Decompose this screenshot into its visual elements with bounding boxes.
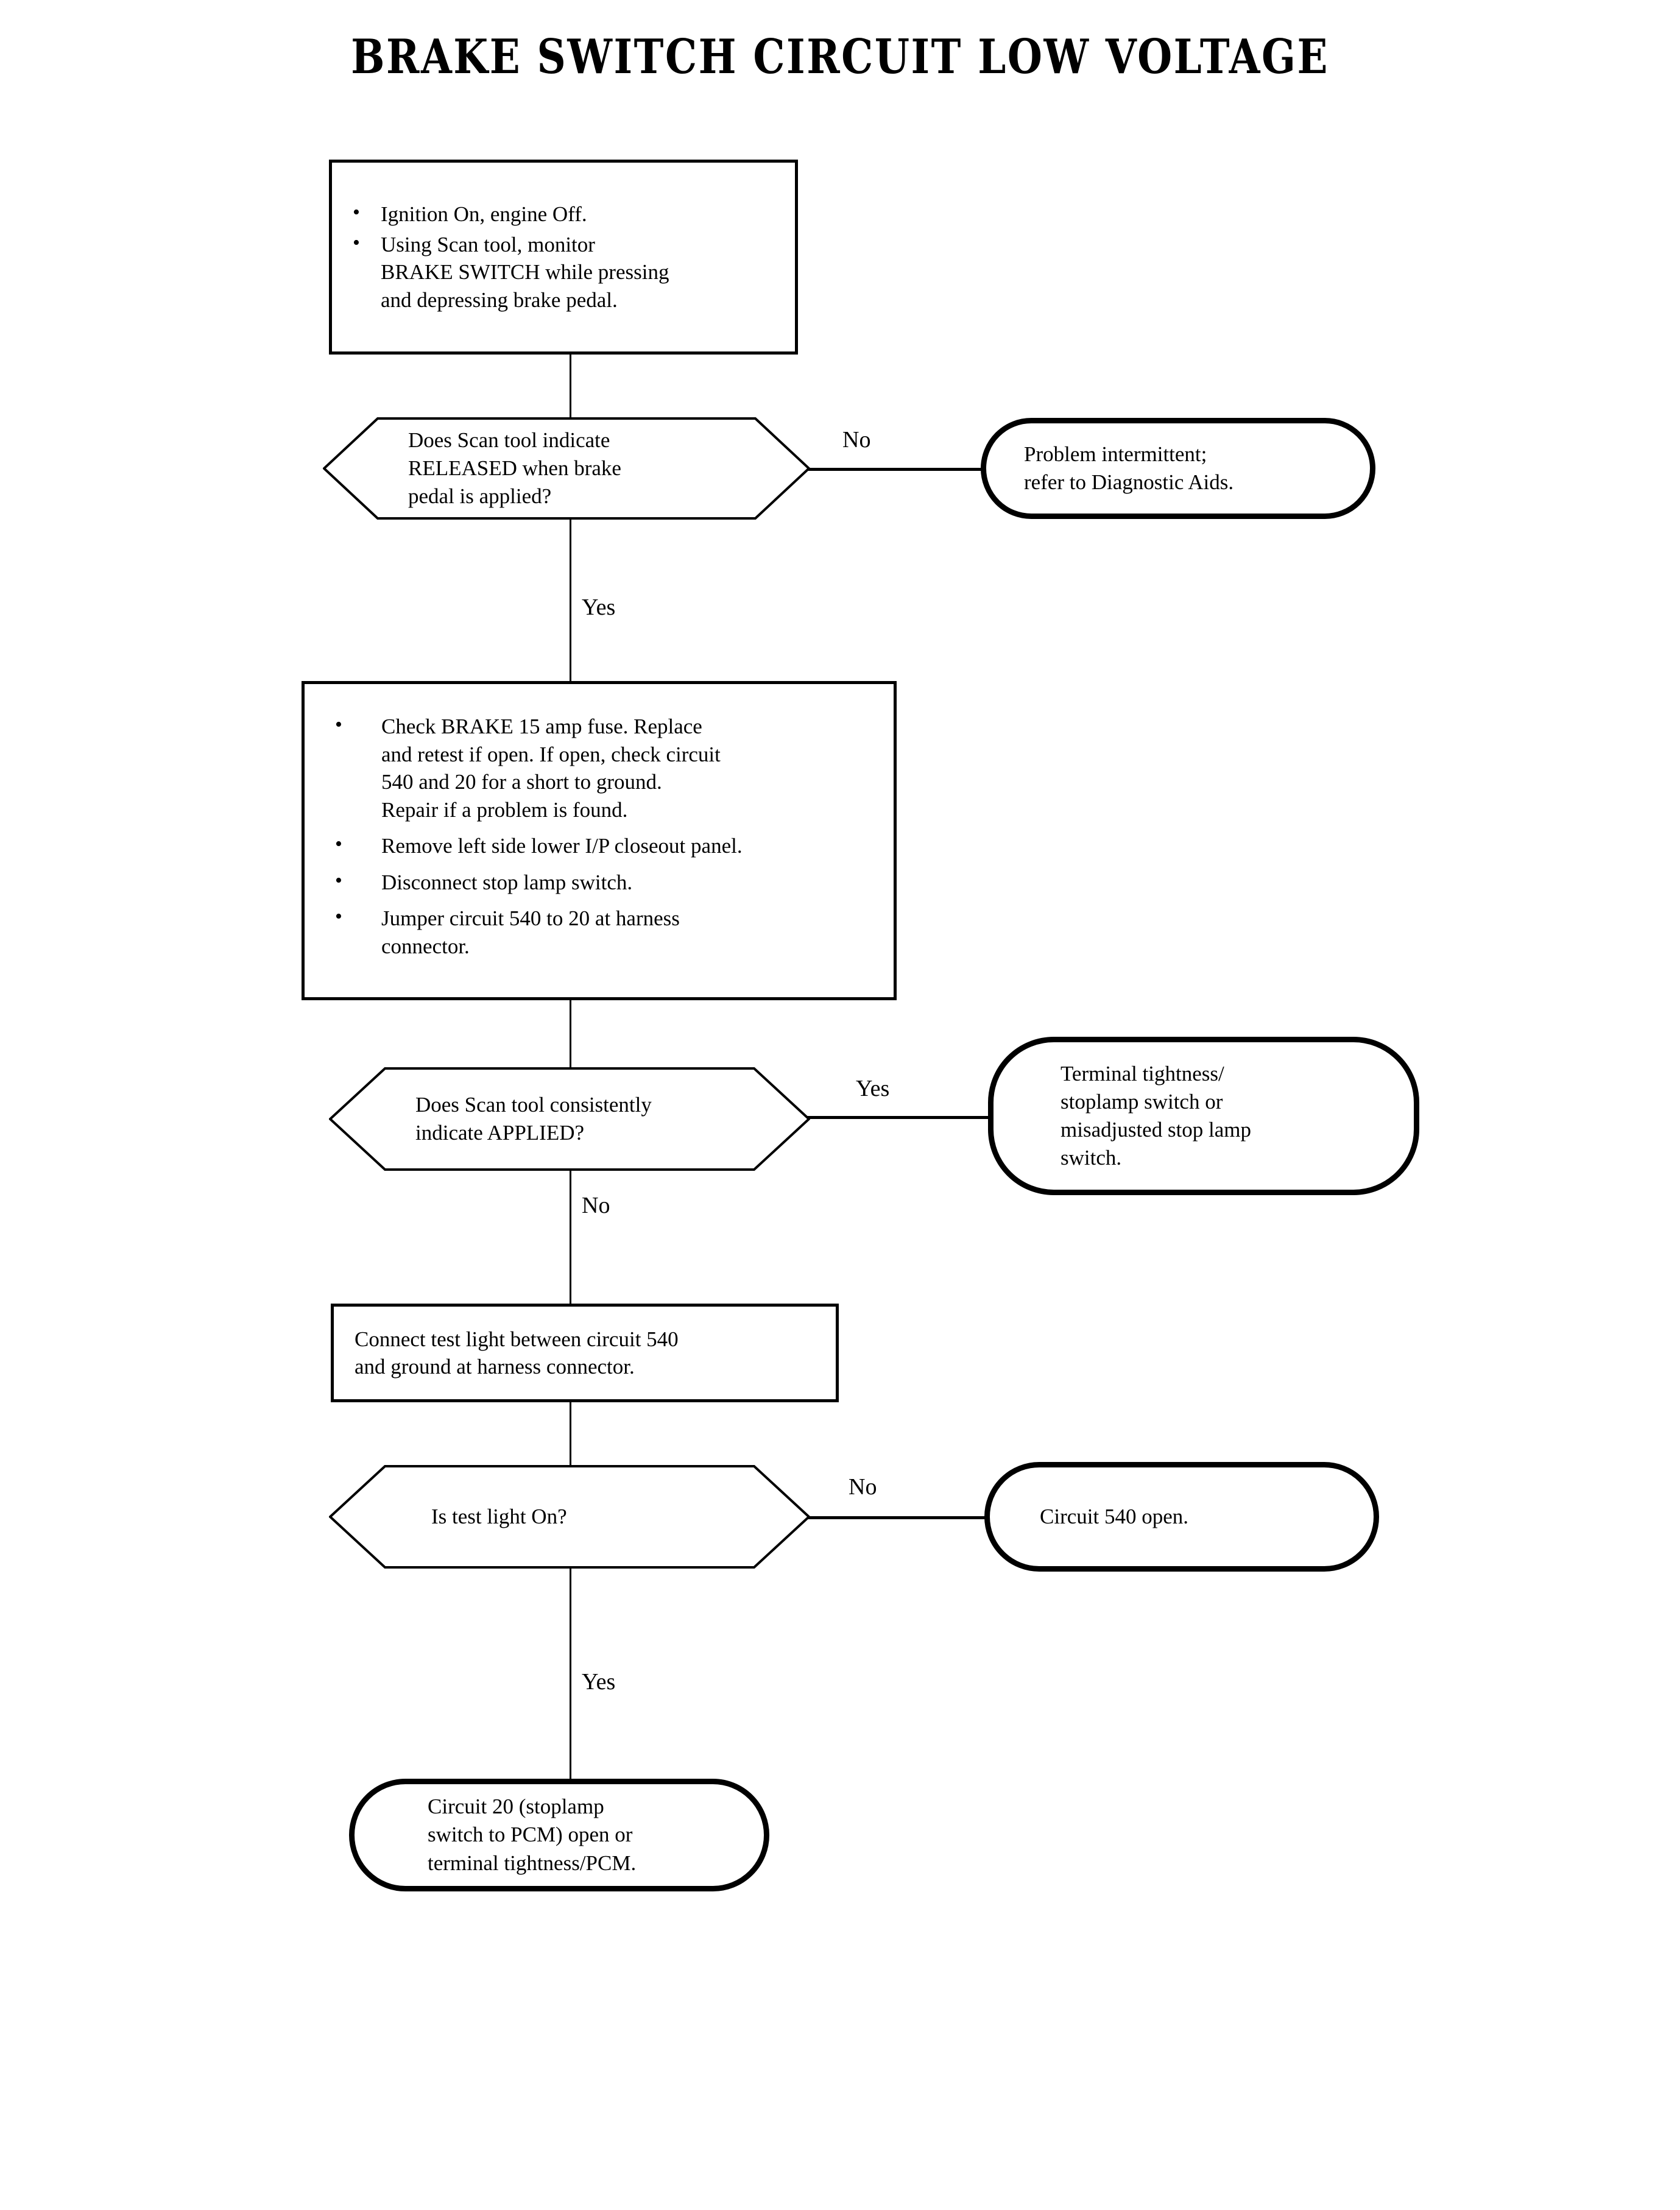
bullet-list: Ignition On, engine Off. Using Scan tool… <box>348 199 779 314</box>
terminator-line: Terminal tightness/ <box>1061 1061 1224 1086</box>
process-box-initial-checks: Ignition On, engine Off. Using Scan tool… <box>329 160 798 355</box>
terminator-problem-intermittent: Problem intermittent; refer to Diagnosti… <box>981 418 1375 519</box>
terminator-line: refer to Diagnostic Aids. <box>1024 470 1234 494</box>
edge-label-dec3-no: No <box>849 1474 877 1500</box>
hexagon-shape <box>329 1465 810 1569</box>
terminator-line: Circuit 540 open. <box>1040 1504 1188 1528</box>
edge-label-dec1-no: No <box>842 427 871 453</box>
decision-line: Does Scan tool consistently <box>415 1092 652 1117</box>
process-line: and ground at harness connector. <box>355 1355 635 1379</box>
connector-dec1-step2 <box>570 519 571 681</box>
terminator-text: Problem intermittent; refer to Diagnosti… <box>986 440 1370 496</box>
connector-step3-dec3 <box>570 1402 571 1465</box>
connector-step1-dec1 <box>570 353 571 417</box>
terminator-text: Terminal tightness/ stoplamp switch or m… <box>994 1060 1414 1173</box>
decision-line: RELEASED when brake <box>408 456 621 480</box>
process-line: Connect test light between circuit 540 <box>355 1327 679 1351</box>
decision-label-wrap: Is test light On? <box>329 1465 810 1569</box>
terminator-line: switch. <box>1061 1146 1122 1170</box>
list-item: Using Scan tool, monitor BRAKE SWITCH wh… <box>348 230 670 314</box>
terminator-text: Circuit 20 (stoplamp switch to PCM) open… <box>355 1793 764 1877</box>
terminator-line: misadjusted stop lamp <box>1061 1118 1252 1142</box>
connector-step2-dec2 <box>570 1000 571 1068</box>
hexagon-shape <box>329 1067 810 1171</box>
terminator-text: Circuit 540 open. <box>990 1503 1374 1531</box>
connector-dec3-term4 <box>570 1567 571 1779</box>
list-item: Disconnect stop lamp switch. <box>320 867 878 897</box>
edge-label-dec2-no: No <box>582 1193 610 1218</box>
terminator-line: switch to PCM) open or <box>428 1823 633 1847</box>
connector-dec2-term2 <box>803 1116 990 1119</box>
terminator-line: Circuit 20 (stoplamp <box>428 1795 604 1819</box>
decision-label-wrap: Does Scan tool indicate RELEASED when br… <box>323 417 810 520</box>
connector-dec2-step3 <box>570 1168 571 1305</box>
process-box-connect-test-light: Connect test light between circuit 540 a… <box>331 1304 839 1402</box>
page-title: BRAKE SWITCH CIRCUIT LOW VOLTAGE <box>351 29 1329 85</box>
list-item: Check BRAKE 15 amp fuse. Replace and ret… <box>320 711 722 824</box>
decision-scan-released: Does Scan tool indicate RELEASED when br… <box>323 417 810 520</box>
decision-line: Does Scan tool indicate <box>408 428 610 452</box>
terminator-circuit-540-open: Circuit 540 open. <box>984 1462 1379 1572</box>
list-item: Remove left side lower I/P closeout pane… <box>320 831 878 860</box>
list-item: Jumper circuit 540 to 20 at harness conn… <box>320 903 704 960</box>
decision-label: Does Scan tool consistently indicate APP… <box>415 1091 652 1147</box>
decision-test-light-on: Is test light On? <box>329 1465 810 1569</box>
decision-label: Does Scan tool indicate RELEASED when br… <box>408 426 621 511</box>
process-box-fuse-and-jumper-content: Check BRAKE 15 amp fuse. Replace and ret… <box>305 711 894 969</box>
decision-line: pedal is applied? <box>408 484 552 509</box>
decision-label-wrap: Does Scan tool consistently indicate APP… <box>329 1067 810 1171</box>
terminator-line: terminal tightness/PCM. <box>428 1851 637 1875</box>
process-box-connect-test-light-content: Connect test light between circuit 540 a… <box>334 1326 836 1381</box>
edge-label-dec1-yes: Yes <box>582 595 616 620</box>
edge-label-dec3-yes: Yes <box>582 1669 616 1695</box>
edge-label-dec2-yes: Yes <box>856 1076 890 1101</box>
decision-line: Is test light On? <box>431 1504 567 1528</box>
decision-line: indicate APPLIED? <box>415 1121 585 1145</box>
list-item: Ignition On, engine Off. <box>348 199 779 228</box>
terminator-circuit-20-open: Circuit 20 (stoplamp switch to PCM) open… <box>349 1779 769 1891</box>
connector-dec1-term1 <box>804 468 984 471</box>
terminator-line: stoplamp switch or <box>1061 1089 1223 1114</box>
hexagon-shape <box>323 417 810 520</box>
process-box-initial-checks-content: Ignition On, engine Off. Using Scan tool… <box>332 199 795 314</box>
decision-label: Is test light On? <box>431 1503 567 1531</box>
bullet-list: Check BRAKE 15 amp fuse. Replace and ret… <box>320 711 878 960</box>
terminator-terminal-tightness: Terminal tightness/ stoplamp switch or m… <box>988 1037 1419 1195</box>
connector-dec3-term3 <box>803 1516 986 1519</box>
decision-scan-applied: Does Scan tool consistently indicate APP… <box>329 1067 810 1171</box>
process-box-fuse-and-jumper: Check BRAKE 15 amp fuse. Replace and ret… <box>302 681 897 1000</box>
terminator-line: Problem intermittent; <box>1024 442 1207 466</box>
